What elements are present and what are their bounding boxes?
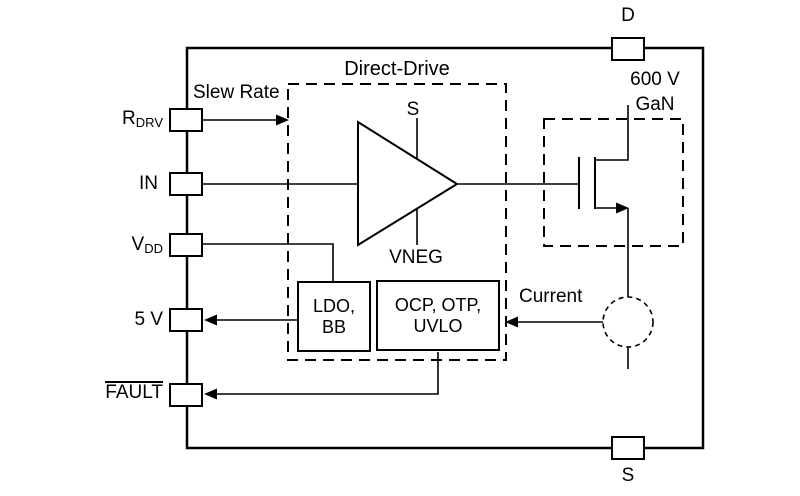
- direct-drive-dashed-box: [287, 83, 507, 361]
- slew-rate-label: Slew Rate: [193, 82, 280, 103]
- ldo-bb-label-line1: LDO,: [312, 295, 355, 316]
- current-label: Current: [519, 286, 583, 307]
- pin-rdrv: [169, 108, 203, 132]
- pin-in: [169, 172, 203, 196]
- gan-fet-dashed-box: [543, 118, 684, 247]
- protection-label-line1: OCP, OTP,: [394, 294, 482, 315]
- pin-label-5v: 5 V: [134, 309, 163, 330]
- amp-vneg-label: VNEG: [389, 247, 443, 268]
- five-v-arrowhead-icon: [204, 314, 217, 326]
- voltage-rating-label: 600 V: [630, 69, 680, 90]
- slew-rate-arrowhead-icon: [276, 114, 289, 126]
- fault-arrowhead-icon: [204, 388, 217, 400]
- pin-source: [611, 436, 645, 460]
- pin-5v: [169, 308, 203, 332]
- amp-supply-label: S: [406, 99, 420, 120]
- ldo-bb-label-line2: BB: [321, 316, 346, 337]
- pin-label-drain: D: [621, 5, 635, 26]
- driver-amplifier-triangle: [357, 120, 459, 247]
- pin-drain: [611, 37, 645, 61]
- gan-technology-label: GaN: [635, 94, 675, 115]
- pin-fault: [169, 383, 203, 407]
- pin-vdd: [169, 233, 203, 257]
- current-arrowhead-icon: [505, 316, 518, 328]
- current-sensor-circle: [602, 296, 654, 348]
- pin-label-rdrv: RDRV: [122, 108, 163, 131]
- pin-label-vdd: VDD: [131, 234, 163, 257]
- fault-wire: [216, 352, 439, 395]
- ldo-bb-block: LDO, BB: [297, 281, 371, 352]
- pin-label-in: IN: [139, 173, 158, 194]
- protection-block: OCP, OTP, UVLO: [376, 280, 500, 351]
- pin-label-source: S: [621, 465, 635, 486]
- vdd-wire: [203, 243, 334, 282]
- protection-label-line2: UVLO: [413, 315, 463, 336]
- pin-label-fault: FAULT: [105, 381, 163, 403]
- fet-source-arrowhead-icon: [616, 202, 629, 214]
- direct-drive-title: Direct-Drive: [344, 58, 450, 80]
- fet-drain-lead: [595, 105, 629, 161]
